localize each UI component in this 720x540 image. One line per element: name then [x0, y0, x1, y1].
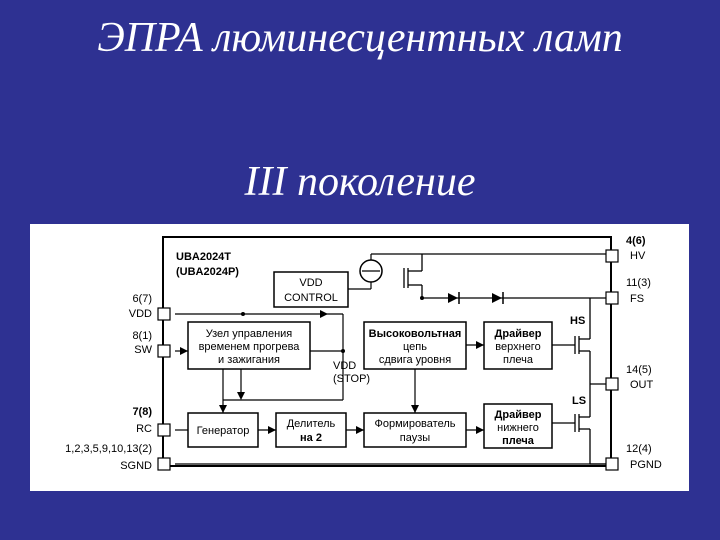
- svg-text:сдвига уровня: сдвига уровня: [379, 354, 451, 366]
- svg-text:паузы: паузы: [400, 432, 430, 444]
- vdd-stop-label-2: (STOP): [333, 373, 370, 385]
- pin-pgnd: 12(4) PGND: [605, 443, 662, 471]
- svg-text:Высоковольтная: Высоковольтная: [369, 328, 462, 340]
- svg-text:VDD: VDD: [129, 308, 152, 320]
- svg-text:11(3): 11(3): [626, 277, 651, 289]
- ls-label: LS: [572, 395, 586, 407]
- svg-text:4(6): 4(6): [626, 235, 646, 247]
- svg-text:плеча: плеча: [503, 354, 534, 366]
- svg-text:6(7): 6(7): [132, 293, 152, 305]
- svg-text:временем прогрева: временем прогрева: [199, 341, 301, 353]
- svg-text:12(4): 12(4): [626, 443, 652, 455]
- svg-text:Узел управления: Узел управления: [206, 328, 293, 340]
- signal-arrows: [180, 310, 484, 434]
- pin-hv: 4(6) HV: [605, 235, 646, 263]
- pin-sgnd: 1,2,3,5,9,10,13(2) SGND: [65, 443, 171, 472]
- svg-text:Драйвер: Драйвер: [495, 409, 542, 421]
- pin-rc: 7(8) RC: [132, 406, 171, 437]
- timing-control-block: Узел управления временем прогрева и зажи…: [187, 321, 311, 370]
- chip-name: UBA2024T: [176, 251, 231, 263]
- svg-text:Генератор: Генератор: [197, 425, 250, 437]
- svg-text:RC: RC: [136, 423, 152, 435]
- svg-text:FS: FS: [630, 293, 644, 305]
- level-shift-block: Высоковольтная цепь сдвига уровня: [363, 321, 467, 370]
- vdd-stop-label: VDD: [333, 360, 356, 372]
- diode-2-icon: [492, 292, 504, 304]
- diode-1-icon: [448, 292, 460, 304]
- svg-text:нижнего: нижнего: [497, 422, 539, 434]
- slide-title: ЭПРА люминесцентных ламп: [97, 15, 623, 61]
- pause-former-block: Формирователь паузы: [363, 412, 467, 448]
- svg-text:PGND: PGND: [630, 459, 662, 471]
- svg-text:Драйвер: Драйвер: [495, 328, 542, 340]
- svg-text:Формирователь: Формирователь: [375, 418, 456, 430]
- svg-text:цепь: цепь: [403, 341, 427, 353]
- high-side-transistor-icon: [574, 298, 591, 384]
- svg-text:SGND: SGND: [120, 460, 152, 472]
- svg-text:Делитель: Делитель: [287, 418, 336, 430]
- low-side-driver-block: Драйвер нижнего плеча: [483, 403, 553, 449]
- block-diagram: UBA2024T (UBA2024P) VDD CONTROL Узел упр…: [30, 224, 689, 491]
- svg-text:7(8): 7(8): [132, 406, 152, 418]
- svg-text:1,2,3,5,9,10,13(2): 1,2,3,5,9,10,13(2): [65, 443, 152, 455]
- svg-text:OUT: OUT: [630, 379, 654, 391]
- pin-fs: 11(3) FS: [605, 277, 651, 305]
- slide-subtitle: III поколение: [244, 159, 476, 205]
- svg-text:на 2: на 2: [300, 432, 322, 444]
- high-side-driver-block: Драйвер верхнего плеча: [483, 321, 553, 370]
- divider-block: Делитель на 2: [275, 412, 347, 448]
- svg-text:плеча: плеча: [502, 435, 535, 447]
- svg-text:SW: SW: [134, 344, 152, 356]
- pin-sw: 8(1) SW: [132, 330, 171, 358]
- svg-text:верхнего: верхнего: [495, 341, 540, 353]
- vdd-control-label-2: CONTROL: [284, 292, 338, 304]
- low-side-transistor-icon: [574, 384, 591, 464]
- svg-text:14(5): 14(5): [626, 364, 652, 376]
- startup-transistor-icon: [403, 254, 423, 298]
- svg-text:8(1): 8(1): [132, 330, 152, 342]
- vdd-control-label-1: VDD: [299, 277, 322, 289]
- chip-alt-name: (UBA2024P): [176, 266, 239, 278]
- svg-text:HV: HV: [630, 250, 646, 262]
- hs-label: HS: [570, 315, 585, 327]
- vdd-control-block: VDD CONTROL: [273, 271, 349, 308]
- pin-vdd: 6(7) VDD: [129, 293, 171, 321]
- pin-out: 14(5) OUT: [605, 364, 654, 391]
- svg-text:и зажигания: и зажигания: [218, 354, 280, 366]
- generator-block: Генератор: [187, 412, 259, 448]
